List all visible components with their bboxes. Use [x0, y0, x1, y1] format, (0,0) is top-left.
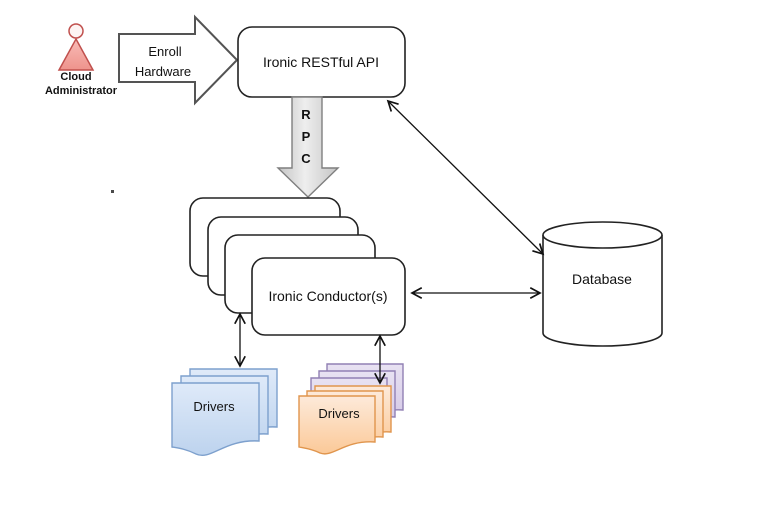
drivers-left-label: Drivers	[193, 399, 235, 414]
rpc-arrow-shape	[276, 96, 340, 198]
database-label: Database	[572, 271, 632, 287]
ironic-restful-api-box: Ironic RESTful API	[237, 26, 406, 98]
ironic-conductors-box	[251, 257, 406, 336]
admin-head-icon	[68, 23, 84, 39]
rpc-letter-r: R	[301, 107, 311, 122]
admin-label-line1: Cloud	[60, 71, 91, 83]
enroll-arrow-shape	[118, 14, 239, 106]
drivers-stack-orange: Drivers	[298, 363, 404, 455]
admin-label-line2: Administrator	[45, 85, 118, 97]
rpc-letter-p: P	[302, 129, 311, 144]
database-cylinder: Database	[542, 221, 663, 347]
api-database-arrow	[386, 99, 545, 256]
blue-driver-sheet-1	[171, 382, 260, 457]
drivers-stack-blue: Drivers	[171, 368, 278, 457]
enroll-label-line1: Enroll	[148, 44, 181, 59]
rpc-letter-c: C	[301, 151, 311, 166]
enroll-label-line2: Hardware	[135, 64, 191, 79]
conductors-label: Ironic Conductor(s)	[268, 288, 387, 304]
admin-body-icon	[57, 37, 95, 71]
rpc-arrow: R P C	[276, 96, 340, 198]
orange-driver-sheet-1	[298, 395, 376, 455]
conductor-stack: Ironic Conductor(s)	[189, 197, 406, 336]
cloud-administrator-icon: Cloud Administrator	[45, 23, 118, 97]
stray-dot	[111, 190, 114, 193]
drivers-right-label: Drivers	[318, 406, 360, 421]
api-label: Ironic RESTful API	[263, 54, 379, 70]
enroll-hardware-arrow: Enroll Hardware	[118, 14, 239, 106]
